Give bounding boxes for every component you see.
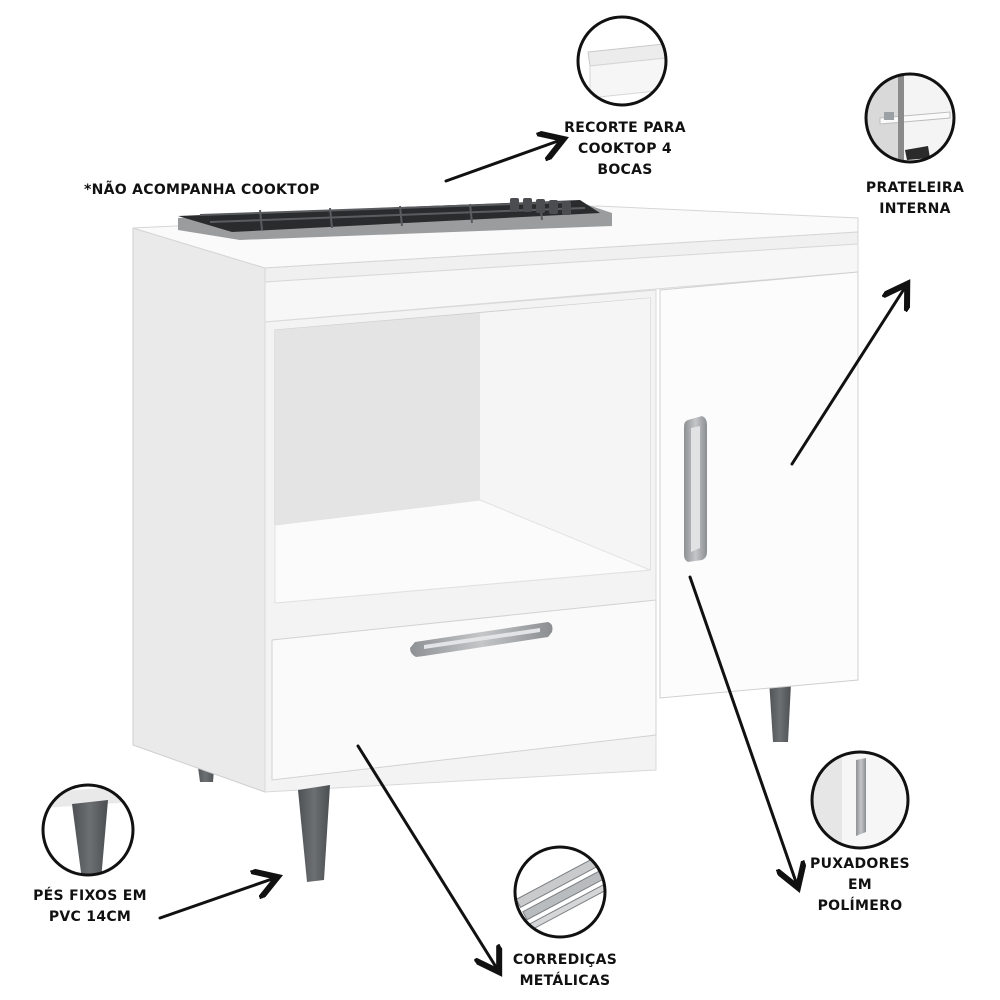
leg-front xyxy=(298,785,330,882)
drawer xyxy=(271,599,657,781)
label-line: POLÍMERO xyxy=(817,898,903,914)
arrow-handles xyxy=(688,575,796,882)
label-line: INTERNA xyxy=(879,201,951,217)
drawer-handle xyxy=(410,622,553,657)
label-polymer-handles: PUXADORES EM POLÍMERO xyxy=(800,854,920,917)
label-line: EM xyxy=(847,877,873,893)
label-line: METÁLICAS xyxy=(519,973,611,989)
inset-cooktop-cutout xyxy=(576,15,668,107)
door-handle xyxy=(684,416,707,562)
label-line: COOKTOP 4 xyxy=(578,141,672,157)
arrow-feet xyxy=(158,879,272,920)
label-cooktop-cutout: RECORTE PARA COOKTOP 4 BOCAS xyxy=(560,118,690,181)
arrow-shelf xyxy=(790,289,904,466)
arrow-cooktop xyxy=(444,141,558,183)
inset-handles xyxy=(810,750,910,850)
label-line: PÉS FIXOS EM xyxy=(33,888,147,904)
no-cooktop-note: *NÃO ACOMPANHA COOKTOP xyxy=(84,180,320,201)
cooktop xyxy=(178,198,612,240)
inset-internal-shelf xyxy=(864,72,956,164)
note-text: *NÃO ACOMPANHA COOKTOP xyxy=(84,182,320,198)
door xyxy=(659,271,859,699)
label-line: BOCAS xyxy=(597,162,653,178)
label-line: PRATELEIRA xyxy=(865,180,965,196)
label-line: PVC 14CM xyxy=(48,909,132,925)
arrow-slides xyxy=(356,744,496,967)
inset-metal-slides xyxy=(513,845,607,939)
cabinet xyxy=(132,205,859,793)
label-line: CORREDIÇAS xyxy=(512,952,618,968)
inset-feet xyxy=(41,783,135,877)
label-line: RECORTE PARA xyxy=(564,120,686,136)
label-metal-slides: CORREDIÇAS METÁLICAS xyxy=(500,950,630,992)
label-internal-shelf: PRATELEIRA INTERNA xyxy=(855,178,975,220)
label-line: PUXADORES xyxy=(810,856,910,872)
label-feet: PÉS FIXOS EM PVC 14CM xyxy=(30,886,150,928)
